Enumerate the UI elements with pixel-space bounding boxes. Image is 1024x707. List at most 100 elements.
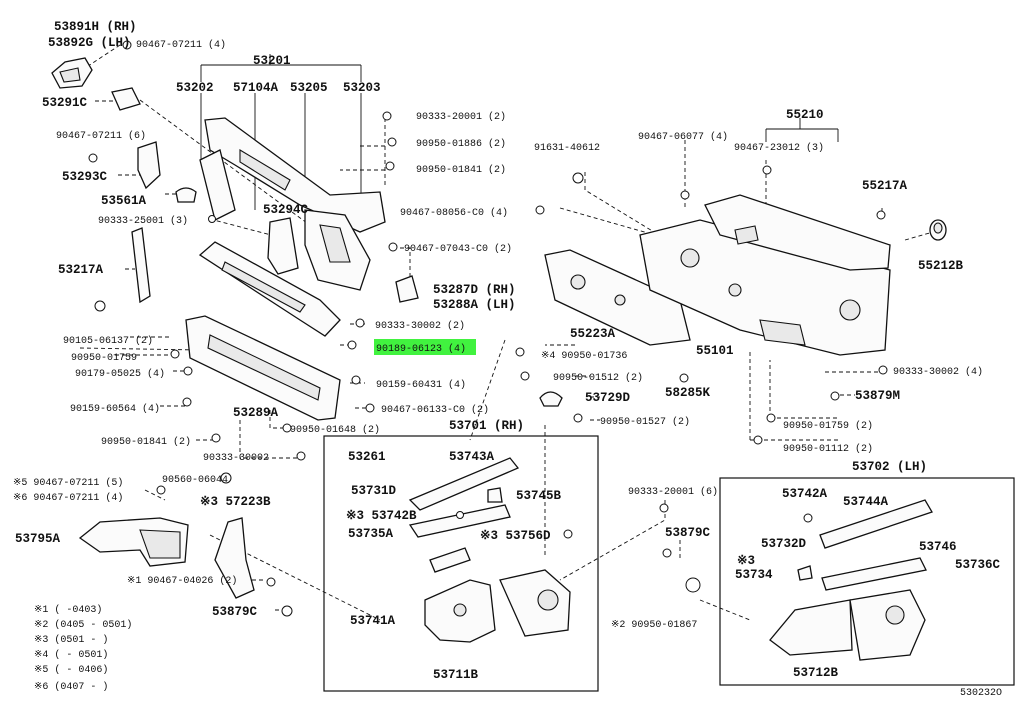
label-53217a[interactable]: 53217A — [58, 263, 104, 277]
label-90950-01759[interactable]: 90950-01759 — [71, 353, 137, 364]
seal-57223b — [214, 517, 255, 599]
label-90105-06137-2[interactable]: 90105-06137 (2) — [63, 335, 153, 347]
label-53712b[interactable]: 53712B — [793, 666, 839, 680]
label-90159-60431-4[interactable]: 90159-60431 (4) — [376, 379, 466, 391]
label-57223b[interactable]: ※3 57223B — [200, 494, 271, 509]
inset-53702-lh — [719, 477, 1015, 686]
highlight-90189-06123 — [374, 339, 476, 355]
label-53202[interactable]: 53202 — [176, 81, 214, 95]
label-53702-lh[interactable]: 53702 (LH) — [852, 460, 927, 474]
label-90333-30002[interactable]: 90333-30002 — [203, 453, 269, 464]
label-53742b[interactable]: ※3 53742B — [346, 508, 417, 523]
label-90467-07211-6[interactable]: 90467-07211 (6) — [56, 130, 146, 142]
label-53756d[interactable]: ※3 53756D — [480, 528, 551, 543]
label-53744a[interactable]: 53744A — [843, 495, 889, 509]
label-53711b[interactable]: 53711B — [433, 668, 479, 682]
label-90950-01867[interactable]: ※2 90950-01867 — [611, 620, 697, 631]
label-53732d[interactable]: 53732D — [761, 537, 807, 551]
label-90467-07211-4[interactable]: 90467-07211 (4) — [136, 39, 226, 51]
label-90159-60564-4[interactable]: 90159-60564 (4) — [70, 403, 160, 415]
label-53795a[interactable]: 53795A — [15, 532, 61, 546]
label-53561a[interactable]: 53561A — [101, 194, 147, 208]
label-55223a[interactable]: 55223A — [570, 327, 616, 341]
label-90950-01841-2b[interactable]: 90950-01841 (2) — [416, 164, 506, 176]
clip-53561a — [175, 187, 197, 203]
bracket-53294c — [267, 217, 299, 275]
label-90950-01112-2[interactable]: 90950-01112 (2) — [783, 443, 873, 455]
label-53288a[interactable]: 53288A (LH) — [433, 298, 516, 312]
bracket-53291c — [111, 87, 141, 111]
label-90467-07211-4b[interactable]: ※6 90467-07211 (4) — [13, 492, 123, 504]
label-53743a[interactable]: 53743A — [449, 450, 495, 464]
label-53735a[interactable]: 53735A — [348, 527, 394, 541]
label-55210[interactable]: 55210 — [786, 108, 824, 122]
label-53736c[interactable]: 53736C — [955, 558, 1001, 572]
label-53734[interactable]: 53734 — [735, 568, 773, 582]
label-53203[interactable]: 53203 — [343, 81, 381, 95]
label-53205[interactable]: 53205 — [290, 81, 328, 95]
label-53879m[interactable]: 53879M — [855, 389, 900, 403]
label-91631-40612[interactable]: 91631-40612 — [534, 143, 600, 154]
label-53201[interactable]: 53201 — [253, 54, 291, 68]
bracket-53891h — [51, 57, 93, 89]
label-90467-04026-2[interactable]: ※1 90467-04026 (2) — [127, 575, 237, 587]
label-90950-01759-2[interactable]: 90950-01759 (2) — [783, 420, 873, 432]
label-90950-01841-2a[interactable]: 90950-01841 (2) — [101, 436, 191, 448]
label-53879c-b[interactable]: 53879C — [212, 605, 258, 619]
label-53742a[interactable]: 53742A — [782, 487, 828, 501]
label-53701-rh[interactable]: 53701 (RH) — [449, 419, 524, 433]
label-90333-30002-4[interactable]: 90333-30002 (4) — [893, 366, 983, 378]
legend-6: ※6 (0407 - ) — [34, 681, 108, 693]
label-90179-05025-4[interactable]: 90179-05025 (4) — [75, 368, 165, 380]
label-90467-07043-c0[interactable]: 90467-07043-C0 (2) — [404, 243, 512, 255]
label-58285k[interactable]: 58285K — [665, 386, 711, 400]
label-53293c[interactable]: 53293C — [62, 170, 108, 184]
label-90189-06123-4[interactable]: 90189-06123 (4) — [376, 343, 466, 355]
label-90467-08056-c0[interactable]: 90467-08056-C0 (4) — [400, 207, 508, 219]
legend-5: ※5 ( - 0406) — [34, 664, 108, 676]
label-53879c-a[interactable]: 53879C — [665, 526, 711, 540]
label-90333-20001-2[interactable]: 90333-20001 (2) — [416, 111, 506, 123]
label-55101[interactable]: 55101 — [696, 344, 734, 358]
part-labels: 53891H (RH) 53892G (LH) 90467-07211 (4) … — [13, 20, 1002, 699]
label-90467-06077-4[interactable]: 90467-06077 (4) — [638, 131, 728, 143]
insulator-55223a — [544, 249, 691, 346]
label-90560-06044[interactable]: 90560-06044 — [162, 475, 228, 486]
label-90950-01512-2[interactable]: 90950-01512 (2) — [553, 372, 643, 384]
label-53746[interactable]: 53746 — [919, 540, 957, 554]
label-53891h[interactable]: 53891H (RH) — [54, 20, 137, 34]
label-53287d[interactable]: 53287D (RH) — [433, 283, 516, 297]
label-53294c[interactable]: 53294C — [263, 203, 309, 217]
plug-53729d — [539, 391, 563, 407]
cowl-55210 — [704, 194, 891, 271]
label-53741a[interactable]: 53741A — [350, 614, 396, 628]
label-53289a[interactable]: 53289A — [233, 406, 279, 420]
label-90467-23012-3[interactable]: 90467-23012 (3) — [734, 142, 824, 154]
label-55212b[interactable]: 55212B — [918, 259, 964, 273]
inset-53701-rh — [323, 435, 599, 692]
label-90950-01527-2[interactable]: 90950-01527 (2) — [600, 416, 690, 428]
label-53745b[interactable]: 53745B — [516, 489, 562, 503]
label-ref-3[interactable]: ※3 — [737, 553, 755, 568]
label-53729d[interactable]: 53729D — [585, 391, 631, 405]
label-53731d[interactable]: 53731D — [351, 484, 397, 498]
label-90950-01648-2[interactable]: 90950-01648 (2) — [290, 424, 380, 436]
label-90333-20001-6[interactable]: 90333-20001 (6) — [628, 486, 718, 498]
label-53261[interactable]: 53261 — [348, 450, 386, 464]
bracket-53745b — [487, 487, 503, 503]
apron-53712b — [769, 589, 926, 661]
label-90950-01886-2[interactable]: 90950-01886 (2) — [416, 138, 506, 150]
legend-4: ※4 ( - 0501) — [34, 649, 108, 661]
bracket-53293c — [137, 141, 161, 190]
label-90333-30002-2[interactable]: 90333-30002 (2) — [375, 320, 465, 332]
label-57104a[interactable]: 57104A — [233, 81, 279, 95]
fasteners — [88, 40, 888, 617]
label-53892g[interactable]: 53892G (LH) — [48, 36, 131, 50]
label-90467-07211-5[interactable]: ※5 90467-07211 (5) — [13, 477, 123, 489]
label-90950-01736[interactable]: ※4 90950-01736 — [541, 351, 627, 362]
label-90467-06133-c0[interactable]: 90467-06133-C0 (2) — [381, 404, 489, 416]
label-90333-25001-3[interactable]: 90333-25001 (3) — [98, 215, 188, 227]
label-53291c[interactable]: 53291C — [42, 96, 88, 110]
label-55217a[interactable]: 55217A — [862, 179, 908, 193]
